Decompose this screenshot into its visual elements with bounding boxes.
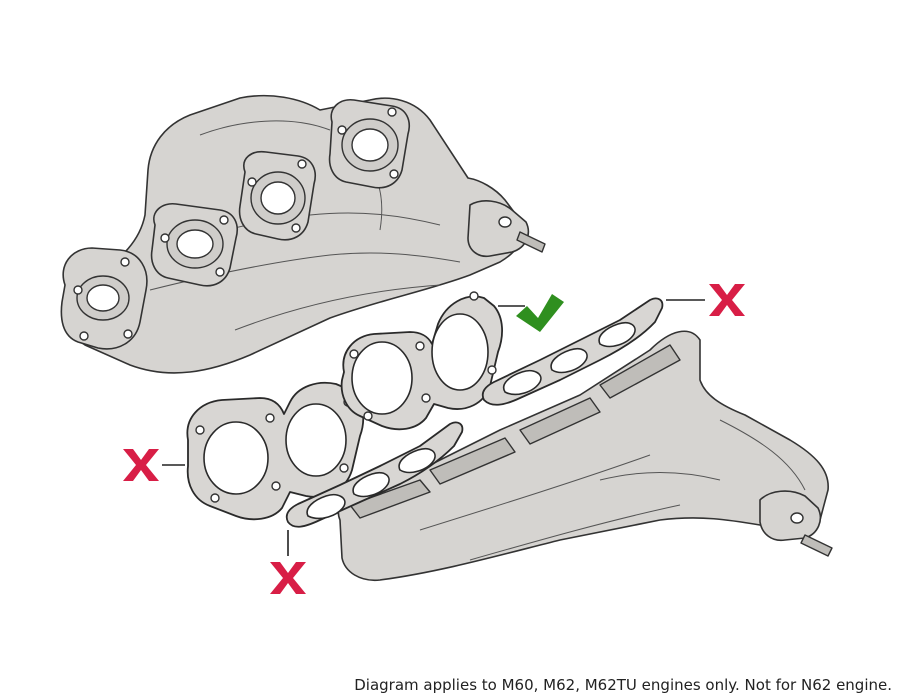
lower-exhaust-manifold [337, 330, 833, 582]
check-mark-icon [516, 294, 564, 332]
port-flange-1 [150, 202, 238, 287]
port-flange-2 [238, 150, 316, 241]
x-mark-icon [709, 284, 745, 316]
gasket-bottom-left [285, 421, 464, 528]
x-mark-icon [270, 562, 306, 594]
gasket-top-right [340, 291, 503, 431]
diagram-caption: Diagram applies to M60, M62, M62TU engin… [354, 676, 892, 694]
upper-exhaust-manifold [60, 94, 546, 374]
x-mark-icon [123, 449, 159, 481]
gasket-left [186, 381, 365, 521]
port-flange-3 [328, 98, 410, 189]
gasket-top-far-right [481, 297, 664, 406]
